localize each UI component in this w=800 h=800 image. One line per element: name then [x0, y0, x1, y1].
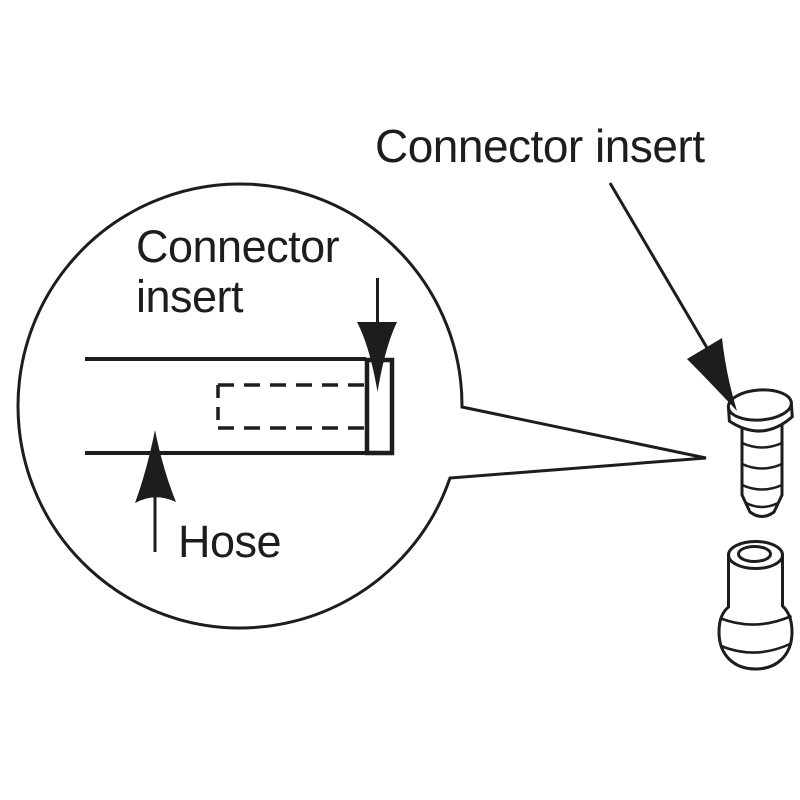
- insert-part-rib-line: [741, 462, 783, 470]
- connector-part-seam-line: [720, 642, 791, 654]
- part-leader-arrow-head-icon: [687, 338, 737, 411]
- magnifier-insert-label-line2: insert: [136, 271, 244, 322]
- connector-part-seam-line: [719, 614, 793, 626]
- hose-pointer-arrow: [135, 430, 176, 552]
- insert-part-rib-line: [741, 441, 783, 449]
- insert-part-head: [726, 388, 794, 433]
- part-leader-line: [608, 182, 715, 359]
- insert-part-rib-line: [745, 501, 779, 509]
- hose-arrow-head-icon: [135, 430, 176, 503]
- connector-part-body: [717, 553, 794, 671]
- insert-arrow-head-icon: [357, 322, 397, 392]
- connector-insert-part-drawing: [726, 388, 794, 518]
- magnifier-callout: [16, 182, 707, 630]
- connector-part-bore-hole: [737, 545, 772, 563]
- part-leader-arrow: [608, 182, 737, 411]
- magnifier-insert-label: Connector insert: [136, 221, 340, 322]
- magnifier-insert-label-line1: Connector: [136, 221, 340, 272]
- magnifier-bubble-outline: [16, 182, 707, 630]
- insert-part-head-top-face: [726, 388, 793, 422]
- hose-connector-part-drawing: [717, 540, 794, 671]
- insert-pointer-arrow: [357, 278, 397, 392]
- hose-label: Hose: [178, 516, 282, 567]
- insert-part-rib-line: [741, 483, 783, 491]
- part-label: Connector insert: [375, 120, 705, 172]
